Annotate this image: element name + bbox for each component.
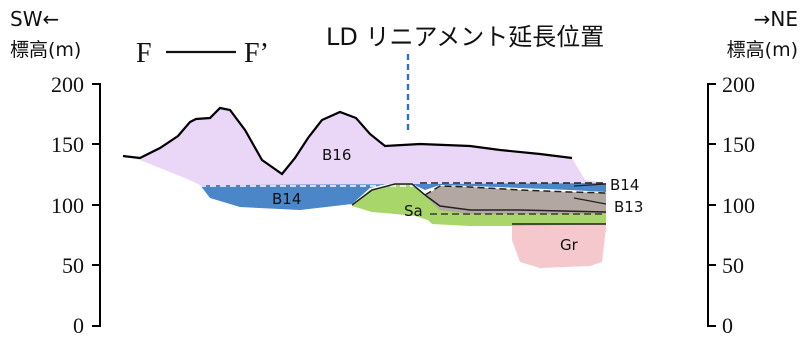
right-axis-title: 標高(m)	[727, 39, 798, 61]
section-end-label: F’	[244, 38, 269, 69]
left-tick-0: 0	[73, 313, 84, 337]
right-axis	[707, 83, 716, 327]
unit-sa-label: Sa	[404, 202, 423, 220]
right-tick-0: 0	[722, 313, 733, 337]
unit-gr-label: Gr	[560, 236, 579, 254]
left-tick-100: 100	[51, 193, 84, 218]
unit-b13-polygon	[425, 186, 606, 214]
right-tick-200: 200	[722, 72, 755, 97]
right-tick-50: 50	[722, 253, 744, 278]
left-tick-50: 50	[62, 253, 84, 278]
unit-b16-label: B16	[322, 146, 351, 164]
b13-leader-line	[573, 197, 607, 205]
section-start-label: F	[136, 38, 152, 69]
unit-b16-polygon	[123, 108, 606, 185]
ground-surface-line	[122, 106, 573, 176]
left-axis-title: 標高(m)	[10, 39, 81, 61]
unit-b14-polygon	[200, 182, 606, 210]
side-label-b14: B14	[610, 176, 639, 194]
left-direction-label: SW←	[10, 7, 59, 31]
lineament-label: LD リニアメント延長位置	[326, 23, 604, 51]
b13-top-boundary	[424, 185, 607, 196]
side-label-b13: B13	[614, 198, 643, 216]
b14-leader-line	[573, 183, 607, 187]
unit-sa-polygon	[352, 184, 606, 226]
left-tick-150: 150	[51, 132, 84, 157]
right-tick-100: 100	[722, 193, 755, 218]
unit-gr-polygon	[512, 222, 606, 268]
right-direction-label: →NE	[754, 7, 798, 31]
right-tick-150: 150	[722, 132, 755, 157]
unit-b14-label: B14	[272, 190, 301, 208]
left-tick-200: 200	[51, 72, 84, 97]
left-axis	[92, 83, 101, 327]
